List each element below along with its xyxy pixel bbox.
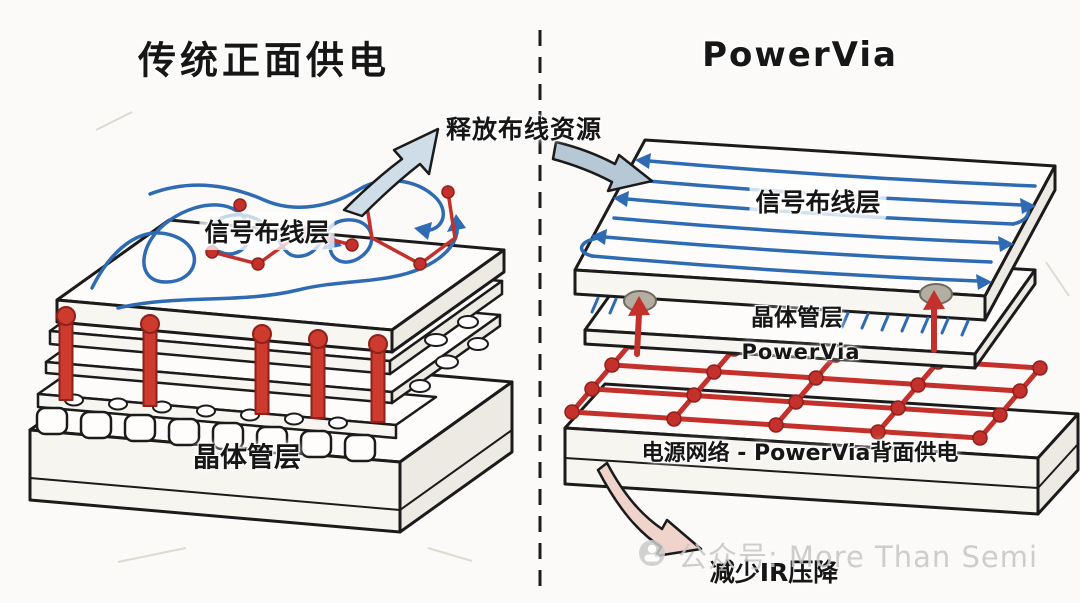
transistor-fin-marks (590, 296, 970, 337)
right-panel-title: PowerVia (702, 35, 898, 75)
sketch-marks (95, 111, 1070, 563)
ir-drop-label: 减少IR压降 (709, 558, 839, 587)
left-signal-layer-label: 信号布线层 (199, 212, 335, 250)
watermark-text: 公众号: More Than Semi (677, 540, 1039, 574)
left-via-holes (409, 315, 489, 393)
left-contact-ovals (64, 393, 348, 430)
right-transistor-layer-label: 晶体管层 (751, 305, 843, 331)
left-transistor-layer-label: 晶体管层 (193, 442, 301, 474)
right-signal-layer-label: 信号布线层 (749, 182, 887, 220)
powervia-layer-label: PowerVia (741, 340, 861, 364)
left-signal-scribble (90, 178, 459, 310)
free-routing-callout: 释放布线资源 (445, 115, 603, 144)
signal-route-arrowheads (591, 153, 1036, 290)
free-routing-arrow-right-icon (551, 140, 654, 193)
free-routing-arrow-up-icon (342, 127, 440, 218)
power-network-label: 电源网络 - PowerVia背面供电 (641, 441, 959, 466)
watermark-account-icon (639, 540, 665, 566)
left-chip-stack (28, 178, 514, 534)
left-power-via-pillars (56, 306, 388, 423)
left-panel-title: 传统正面供电 (137, 38, 391, 83)
powervia-up-arrows (628, 290, 945, 357)
left-transistor-bumps (35, 406, 377, 463)
